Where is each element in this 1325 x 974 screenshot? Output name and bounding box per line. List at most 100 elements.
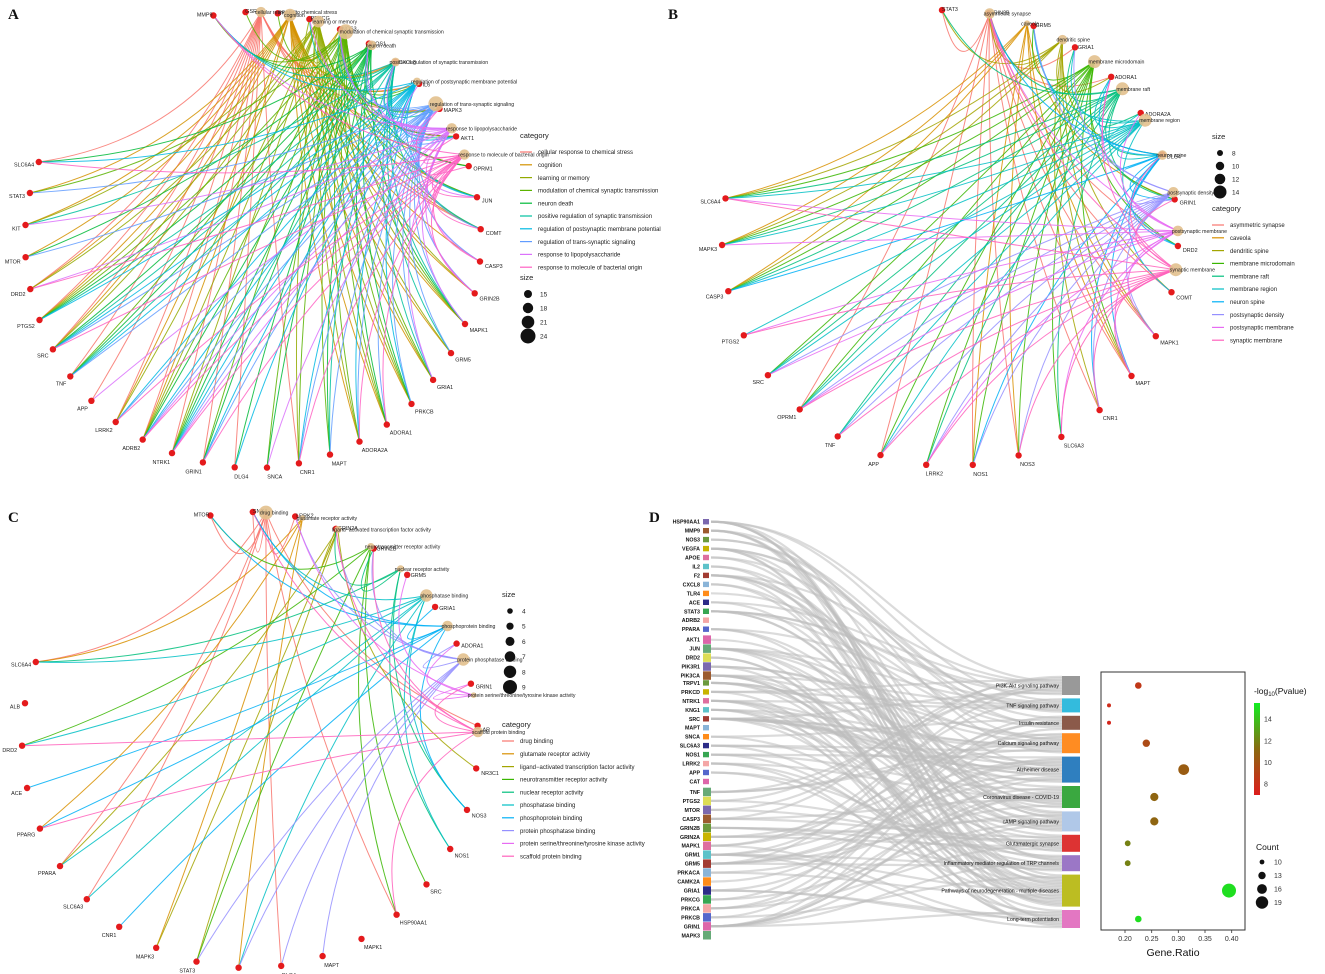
network-link bbox=[799, 230, 1179, 410]
legend-size-swatch bbox=[506, 622, 514, 630]
gene-node bbox=[877, 451, 884, 459]
network-link bbox=[30, 11, 262, 290]
sankey-flow bbox=[710, 601, 1063, 686]
gene-node bbox=[242, 8, 249, 16]
network-link bbox=[39, 11, 262, 321]
panel-d-gene-bars: HSP90AA1MMP9NOS3VEGFAAPOEIL2F2CXCL8TLR4A… bbox=[673, 519, 711, 940]
gene-label: ADRB2 bbox=[122, 446, 140, 452]
sankey-flow bbox=[710, 520, 1063, 819]
category-node bbox=[1057, 34, 1068, 45]
gene-label: GRIN2B bbox=[990, 10, 1010, 16]
gene-label: MTOR bbox=[685, 808, 701, 814]
network-link bbox=[298, 154, 465, 464]
gene-node bbox=[471, 290, 478, 297]
gene-label: CXCL8 bbox=[399, 60, 416, 66]
network-link bbox=[52, 61, 396, 350]
count-legend-swatch bbox=[1255, 896, 1269, 909]
pathway-dot bbox=[1124, 840, 1131, 847]
network-link bbox=[196, 659, 464, 962]
legend-category-label: postsynaptic density bbox=[1230, 313, 1284, 319]
category-label: drug binding bbox=[260, 511, 289, 517]
network-link bbox=[210, 515, 448, 627]
gene-node bbox=[1171, 196, 1178, 203]
gene-label: KIT bbox=[12, 227, 21, 233]
gene-label: LRRK2 bbox=[682, 762, 700, 768]
gene-bar bbox=[703, 742, 709, 749]
pathway-dot bbox=[1135, 682, 1142, 689]
count-legend-label: 13 bbox=[1274, 873, 1282, 880]
panel-b-nodes: STAT3GRIN2BGRM5GRIA1ADORA1ADORA2ADLG4GRI… bbox=[699, 6, 1227, 478]
network-link bbox=[925, 191, 1174, 466]
network-link bbox=[358, 154, 465, 442]
gene-label: NR3C1 bbox=[481, 771, 499, 777]
gene-label: CAT bbox=[690, 780, 701, 786]
gene-label: LRRK2 bbox=[95, 428, 112, 434]
network-link bbox=[238, 595, 427, 968]
panel-c: C MTORSNCALRRK2GRIN2AGRIN2BGRM5GRIA1ADOR… bbox=[2, 505, 645, 974]
network-link bbox=[402, 103, 437, 381]
gene-label: STAT3 bbox=[179, 969, 195, 974]
network-link bbox=[52, 81, 418, 350]
category-node bbox=[258, 505, 273, 520]
gene-node bbox=[18, 742, 26, 749]
gene-bar bbox=[703, 662, 711, 671]
network-link bbox=[743, 119, 1146, 336]
gene-node bbox=[274, 10, 281, 17]
network-link bbox=[725, 23, 1028, 199]
pathway-dot bbox=[1135, 915, 1142, 923]
network-link bbox=[38, 11, 262, 163]
gene-label: PRKACA bbox=[677, 871, 700, 877]
gene-label: TNF bbox=[690, 790, 701, 796]
legend-category-label: postsynaptic membrane bbox=[1230, 326, 1294, 332]
gene-label: TRPV1 bbox=[683, 681, 700, 687]
sankey-flow bbox=[710, 547, 1063, 921]
legend-category-label: phosphoprotein binding bbox=[520, 816, 582, 822]
pathway-label: PI3K-Akt signaling pathway bbox=[996, 684, 1060, 690]
gene-bar bbox=[703, 886, 711, 895]
category-label: regulation of trans-synaptic signaling bbox=[430, 102, 514, 108]
sankey-flow bbox=[710, 656, 1063, 912]
gene-label: MAPK1 bbox=[681, 844, 700, 850]
category-node bbox=[391, 57, 400, 67]
network-link bbox=[365, 43, 437, 112]
gene-label: SLC6A3 bbox=[1064, 443, 1084, 449]
legend-size-swatch bbox=[505, 636, 515, 646]
gene-label: MMP9 bbox=[197, 13, 213, 19]
category-label: phosphoprotein binding bbox=[442, 624, 496, 630]
network-link bbox=[725, 197, 1178, 232]
pathway-bar bbox=[1062, 756, 1080, 783]
gene-label: PRKCA bbox=[681, 906, 700, 912]
sankey-flow bbox=[710, 853, 1063, 929]
gene-label: SLC6A3 bbox=[63, 905, 83, 911]
gene-node bbox=[1071, 44, 1079, 51]
gene-label: STAT3 bbox=[684, 609, 700, 615]
gene-label: NOS3 bbox=[686, 538, 700, 544]
gene-label: DLG4 bbox=[282, 973, 296, 974]
gene-label: GRIA1 bbox=[437, 385, 453, 391]
network-link bbox=[35, 568, 401, 663]
count-legend-swatch bbox=[1258, 871, 1266, 880]
network-link bbox=[39, 81, 418, 321]
legend-size-title: size bbox=[1212, 132, 1225, 141]
network-link bbox=[59, 595, 427, 867]
network-link bbox=[52, 11, 262, 350]
gene-label: CXCL8 bbox=[683, 582, 700, 588]
sankey-flow bbox=[710, 628, 1063, 859]
network-link bbox=[196, 529, 339, 962]
gene-label: STAT3 bbox=[942, 7, 958, 13]
gene-label: SLC6A4 bbox=[11, 662, 31, 668]
gene-node bbox=[447, 845, 454, 853]
gene-bar bbox=[703, 545, 709, 552]
gene-node bbox=[461, 320, 469, 328]
gene-label: CASP3 bbox=[706, 294, 724, 300]
dot-plot-frame bbox=[1100, 671, 1246, 931]
legend-size-swatch bbox=[520, 328, 536, 344]
network-link bbox=[725, 39, 1063, 199]
gene-node bbox=[453, 640, 460, 647]
gene-node bbox=[796, 406, 803, 413]
sankey-flow bbox=[710, 826, 1063, 871]
count-legend-label: 16 bbox=[1274, 887, 1282, 894]
network-link bbox=[171, 154, 465, 454]
pathway-label: cAMP signaling pathway bbox=[1003, 819, 1060, 825]
network-link bbox=[366, 43, 452, 130]
